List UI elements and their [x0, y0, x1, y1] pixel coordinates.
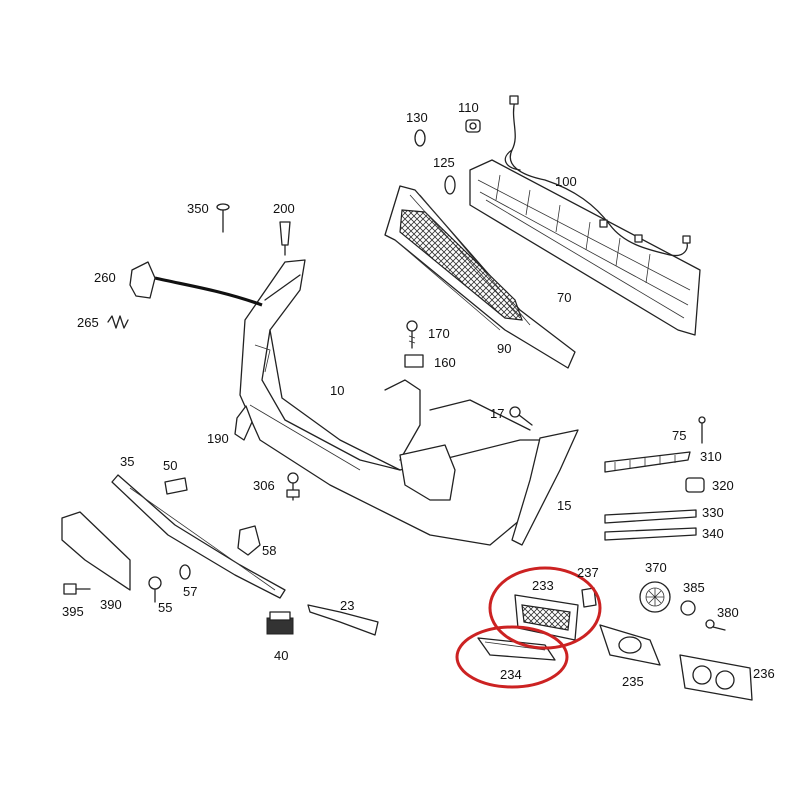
- label-265: 265: [77, 315, 99, 330]
- label-385: 385: [683, 580, 705, 595]
- strip-330: [604, 509, 697, 524]
- label-395: 395: [62, 604, 84, 619]
- connector-icon: [599, 219, 608, 228]
- spring-265: [107, 315, 129, 329]
- label-350: 350: [187, 201, 209, 216]
- connector-icon: [634, 234, 643, 243]
- label-17: 17: [490, 406, 504, 421]
- fog-lamp-370: [639, 581, 671, 613]
- strip-310: [604, 451, 691, 473]
- impact-absorber-70: [469, 159, 701, 336]
- screw-75: [698, 416, 706, 444]
- label-236: 236: [753, 666, 775, 681]
- strip-340: [604, 527, 697, 541]
- screw-55: [148, 576, 162, 603]
- bracket-260: [129, 261, 156, 299]
- lamp-cover-236: [679, 654, 753, 701]
- label-200: 200: [273, 201, 295, 216]
- label-170: 170: [428, 326, 450, 341]
- label-370: 370: [645, 560, 667, 575]
- screw-380: [705, 619, 726, 631]
- trim-strip: [154, 276, 263, 307]
- label-125: 125: [433, 155, 455, 170]
- sensor-110: [465, 119, 481, 133]
- plate-bracket-390: [61, 511, 131, 591]
- label-57: 57: [183, 584, 197, 599]
- label-90: 90: [497, 341, 511, 356]
- connector-icon: [682, 235, 691, 244]
- grommet-130: [414, 129, 426, 147]
- label-35: 35: [120, 454, 134, 469]
- screw-17: [509, 406, 533, 426]
- label-340: 340: [702, 526, 724, 541]
- clip-160: [404, 354, 424, 368]
- screw-170: [406, 320, 418, 349]
- label-58: 58: [262, 543, 276, 558]
- wiring-harness-100: [504, 95, 691, 257]
- label-75: 75: [672, 428, 686, 443]
- highlight-circle-233: [488, 566, 602, 650]
- label-70: 70: [557, 290, 571, 305]
- highlight-circle-234: [455, 625, 569, 689]
- label-190: 190: [207, 431, 229, 446]
- side-trim-15: [511, 429, 579, 546]
- label-40: 40: [274, 648, 288, 663]
- clip-40: [266, 611, 294, 635]
- label-50: 50: [163, 458, 177, 473]
- label-380: 380: [717, 605, 739, 620]
- cap-125: [444, 175, 456, 195]
- label-10: 10: [330, 383, 344, 398]
- label-130: 130: [406, 110, 428, 125]
- grille-90: [384, 185, 576, 369]
- label-55: 55: [158, 600, 172, 615]
- label-160: 160: [434, 355, 456, 370]
- label-320: 320: [712, 478, 734, 493]
- screw-306: [286, 472, 300, 501]
- label-23: 23: [340, 598, 354, 613]
- clip-50: [164, 477, 188, 495]
- lower-trim-35: [111, 474, 286, 599]
- label-306: 306: [253, 478, 275, 493]
- fog-cover-235: [599, 624, 661, 666]
- ring-385: [680, 600, 696, 616]
- label-233: 233: [532, 578, 554, 593]
- bracket-58: [237, 525, 261, 556]
- label-110: 110: [458, 100, 479, 115]
- label-330: 330: [702, 505, 724, 520]
- label-390: 390: [100, 597, 122, 612]
- connector-icon: [509, 95, 519, 105]
- trim-23: [307, 604, 379, 636]
- label-260: 260: [94, 270, 116, 285]
- bolt-350: [216, 203, 230, 233]
- cover-190: [234, 405, 253, 441]
- washer-57: [179, 564, 191, 580]
- label-237: 237: [577, 565, 599, 580]
- label-310: 310: [700, 449, 722, 464]
- label-15: 15: [557, 498, 571, 513]
- bolt-395: [63, 583, 91, 595]
- clip-320: [685, 477, 705, 493]
- clip-200: [279, 221, 291, 256]
- label-234: 234: [500, 667, 522, 682]
- label-235: 235: [622, 674, 644, 689]
- bumper-cover-10: [239, 259, 546, 546]
- clip-237: [581, 587, 597, 608]
- label-100: 100: [555, 174, 577, 189]
